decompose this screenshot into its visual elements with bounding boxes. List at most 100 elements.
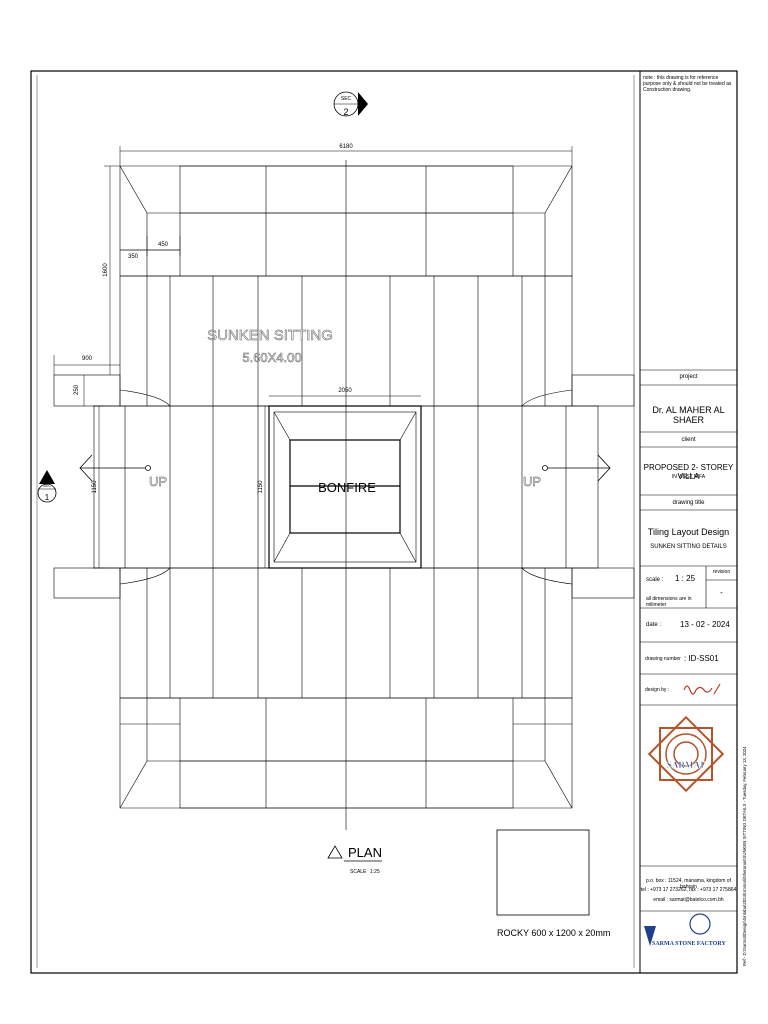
left-landing-top	[53, 374, 121, 407]
project-value-text: Dr. AL MAHER AL SHAER	[652, 405, 725, 425]
client-sub: IN WEST RIFA	[640, 474, 737, 480]
revision-value: -	[706, 588, 737, 597]
project-label: project	[640, 374, 737, 381]
up-arrow-right-head	[597, 454, 611, 482]
bonfire-bevel	[273, 532, 291, 563]
drawing-number-value: : ID-SS01	[684, 654, 736, 663]
factory-text: SARMA STONE FACTORY	[652, 941, 726, 947]
dimension-labels: 6180 1600 350 450 900 250 1150 2050 1150	[74, 144, 353, 493]
bonfire-bevel	[273, 411, 291, 441]
logo-square	[659, 727, 713, 781]
design-by-label: design by :	[645, 687, 681, 693]
right-landing-bottom	[571, 567, 635, 599]
floor-plan	[53, 160, 635, 830]
room-label: SUNKEN SITTING	[207, 327, 333, 344]
top-tile-row	[179, 165, 514, 214]
address-1-text: p.o. box : 11524, manama, kingdom of bah…	[646, 878, 731, 890]
client-value: PROPOSED 2- STOREY VILLA	[640, 463, 737, 481]
logo-text: SARMAT	[667, 760, 705, 770]
client-value-text: PROPOSED 2- STOREY VILLA	[643, 463, 734, 481]
section-marker-top-number: 2	[343, 107, 348, 117]
plan-scale-value: 1:25	[370, 869, 380, 875]
up-arrow-right-origin	[542, 465, 548, 471]
outer-frame	[30, 70, 738, 974]
dimension-lines	[53, 146, 573, 569]
plan-title: PLAN SCALE 1:25	[327, 845, 382, 875]
logo-ring	[665, 733, 707, 775]
side-reference-path: Ref:- D:\Sarmat\Design\Sintaba\2024\Umma…	[742, 746, 747, 966]
logo-ring-inner	[673, 741, 699, 767]
bottom-step-edge	[119, 760, 148, 809]
drawing-title-2-text: SUNKEN SITTING DETAILS	[650, 544, 727, 550]
address-line-2: tel : +973 17 273262, fax : +973 17 2758…	[640, 887, 737, 893]
date-value-text: 13 - 02 - 2024	[680, 620, 730, 629]
dim-bonfire-width: 2050	[338, 388, 352, 394]
bottom-step-edge	[544, 760, 573, 809]
upper-side-step	[119, 389, 171, 407]
dim-1150-left: 1150	[92, 480, 98, 494]
client-sub-text: IN WEST RIFA	[671, 474, 706, 480]
designer-signature	[683, 683, 721, 695]
company-logo	[647, 715, 725, 793]
drawing-number-label: drawing number	[645, 656, 685, 662]
drawing-title-label-text: drawing title	[672, 500, 705, 506]
drawing-number-label-text: drawing number	[645, 656, 681, 662]
lower-side-step	[521, 567, 573, 585]
stair-arrows	[79, 454, 611, 482]
section-marker-left: SEC 1	[37, 470, 57, 503]
dims-note-text: all dimensions are in milimeter	[646, 596, 692, 608]
plan-title-text: PLAN	[348, 845, 382, 860]
factory-logo	[644, 913, 711, 946]
up-arrow-left-head	[79, 454, 93, 482]
dim-900: 900	[82, 356, 93, 362]
lower-side-step	[119, 567, 171, 585]
drawing-number-value-text: : ID-SS01	[684, 654, 719, 663]
material-note: ROCKY 600 x 1200 x 20mm	[497, 928, 610, 938]
drawing-title-label: drawing title	[640, 500, 737, 507]
address-line-3: email : sarmat@batelco.com.bh	[640, 897, 737, 903]
section-marker-top-tag: SEC	[341, 96, 352, 102]
revision-label: revision	[706, 569, 737, 575]
address-2-text: tel : +973 17 273262, fax : +973 17 2758…	[640, 887, 737, 893]
note-text: note : this drawing is for reference pur…	[643, 75, 732, 93]
section-marker-top: SEC 2	[333, 91, 368, 117]
project-value: Dr. AL MAHER AL SHAER	[640, 405, 737, 425]
date-label: date :	[646, 622, 676, 629]
upper-side-step	[521, 389, 573, 407]
drawing-title-1: Tiling Layout Design	[640, 527, 737, 537]
scale-label: scale :	[646, 577, 676, 584]
dim-left-height: 1600	[103, 263, 109, 277]
up-label-right: UP	[523, 474, 541, 489]
address-3-text: email : sarmat@batelco.com.bh	[653, 897, 724, 903]
dims-note: all dimensions are in milimeter	[646, 596, 706, 608]
bonfire-label: BONFIRE	[318, 480, 376, 495]
dim-overall-width: 6180	[339, 144, 353, 150]
title-block-lines	[640, 369, 737, 912]
scale-value: 1 : 25	[675, 574, 705, 583]
title-block-note: note : this drawing is for reference pur…	[643, 75, 735, 93]
client-label: client	[640, 437, 737, 444]
revision-value-text: -	[720, 588, 723, 597]
top-step-edge	[544, 165, 573, 214]
factory-logo-mark	[644, 926, 656, 946]
left-landing-bottom	[53, 567, 121, 599]
dim-250: 250	[74, 384, 80, 395]
dim-bonfire-height: 1150	[258, 480, 264, 494]
dim-450: 450	[158, 242, 169, 248]
up-label-left: UP	[149, 474, 167, 489]
address-line-1: p.o. box : 11524, manama, kingdom of bah…	[640, 878, 737, 890]
dim-350: 350	[128, 254, 139, 260]
room-size: 5.60X4.00	[242, 350, 301, 365]
date-label-text: date :	[646, 622, 662, 628]
bottom-tile-row	[179, 760, 514, 809]
project-label-text: project	[679, 374, 698, 380]
scale-label-text: scale :	[646, 577, 664, 583]
section-marker-top-arrow	[358, 92, 368, 116]
section-marker-left-arrow	[39, 470, 55, 484]
up-arrow-left-origin	[145, 465, 151, 471]
client-label-text: client	[681, 437, 696, 443]
scale-value-text: 1 : 25	[675, 574, 696, 583]
drawing-title-1-text: Tiling Layout Design	[647, 527, 730, 537]
right-landing-top	[571, 374, 635, 407]
